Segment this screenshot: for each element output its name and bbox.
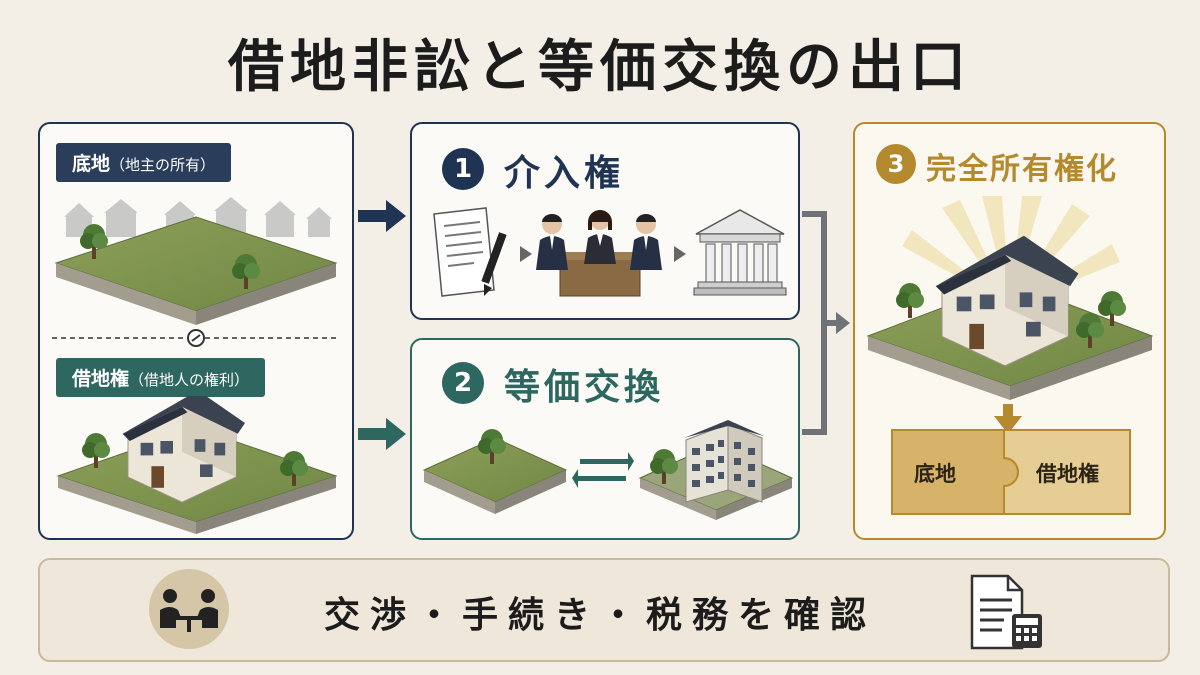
sokochi-tag: 底地（地主の所有） (56, 143, 232, 182)
checklist-text: 交渉・手続き・税務を確認 (323, 595, 876, 636)
option1-title: 介入権 (504, 153, 625, 194)
arrow-to-option1-icon (358, 200, 406, 232)
puzzle-left-label: 底地 (914, 462, 956, 486)
arrow-to-option2-icon (358, 418, 406, 450)
document-calculator-icon (970, 574, 1042, 650)
option3-title: 完全所有権化 (926, 152, 1118, 187)
puzzle-right-label: 借地権 (1036, 462, 1099, 486)
merge-bracket-arrow-icon (802, 211, 850, 435)
puzzle-icon (891, 429, 1131, 515)
shakuchi-tag: 借地権（借地人の権利） (56, 358, 266, 397)
chevron-right-icon (674, 246, 686, 262)
document-pen-icon (433, 207, 507, 297)
land-plot-icon (54, 197, 338, 325)
chevron-right-icon (520, 246, 532, 262)
option3-number: 3 (876, 144, 916, 184)
meeting-people-icon (536, 210, 662, 297)
house-icon (866, 196, 1154, 400)
sokochi-label: 底地 (72, 153, 111, 175)
sokochi-note: （地主の所有） (110, 156, 216, 174)
option2-number: 2 (442, 362, 484, 404)
divider-link-icon (52, 329, 340, 347)
house-icon (56, 396, 338, 534)
option1-number: 1 (442, 148, 484, 190)
page-title: 借地非訟と等価交換の出口 (228, 34, 972, 100)
shakuchi-note: （借地人の権利） (129, 371, 250, 389)
arrow-down-icon (994, 404, 1022, 434)
land-plot-icon (422, 429, 568, 514)
court-building-icon (693, 209, 787, 296)
option2-title: 等価交換 (504, 367, 665, 408)
apartment-building-icon (638, 420, 794, 520)
meeting-table-icon (149, 569, 229, 649)
shakuchi-label: 借地権 (72, 368, 130, 390)
exchange-arrows-icon (572, 452, 634, 488)
